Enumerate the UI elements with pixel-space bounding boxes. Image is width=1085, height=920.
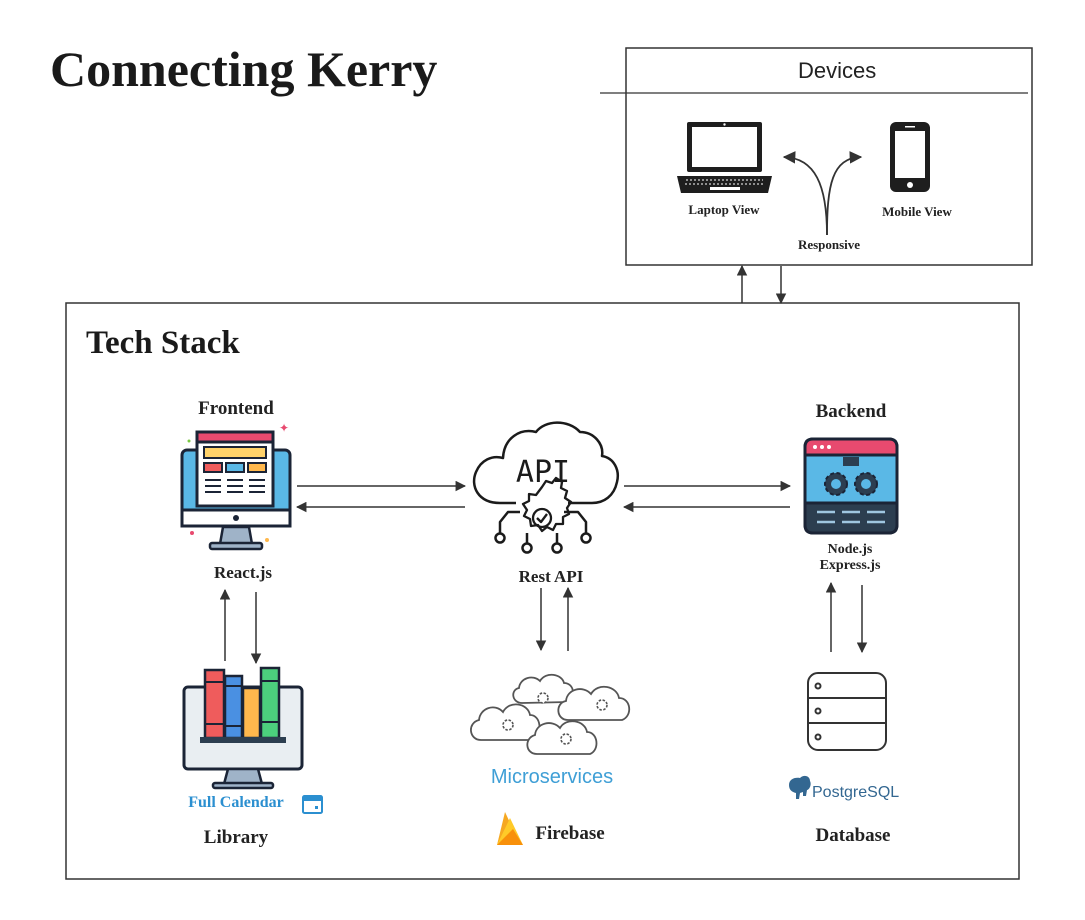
postgresql-brand: PostgreSQL <box>812 784 899 801</box>
full-calendar-brand: Full Calendar <box>188 794 284 811</box>
frontend-tech-label: React.js <box>214 563 272 582</box>
rest-api-label: Rest API <box>519 567 584 586</box>
calendar-icon <box>302 795 323 814</box>
api-cloud-icon <box>472 421 619 554</box>
responsive-label: Responsive <box>798 237 860 252</box>
server-window-icon <box>803 437 899 535</box>
tech-stack-title: Tech Stack <box>86 325 240 361</box>
page-title: Connecting Kerry <box>50 41 437 97</box>
svg-text:✦: ✦ <box>279 421 289 435</box>
laptop-view-label: Laptop View <box>688 202 760 217</box>
postgres-elephant-icon <box>789 775 811 799</box>
firebase-caption: Firebase <box>535 823 604 844</box>
tech-stack-box <box>65 302 1020 880</box>
responsive-arrow-left <box>782 151 828 236</box>
web-monitor-icon: ✦ <box>180 421 292 551</box>
mobile-view-label: Mobile View <box>882 204 952 219</box>
devices-box <box>625 47 1033 266</box>
cloud-gears-icon <box>470 673 631 755</box>
library-books-icon <box>182 666 304 790</box>
postgresql-brand-part1: Postgre <box>812 784 867 801</box>
frontend-heading: Frontend <box>198 398 274 419</box>
postgresql-brand-part2: SQL <box>867 784 899 801</box>
database-icon <box>807 672 887 751</box>
microservices-brand: Microservices <box>491 766 613 788</box>
responsive-arrow-right <box>826 151 863 236</box>
laptop-icon <box>677 122 772 193</box>
library-caption: Library <box>204 827 269 848</box>
backend-heading: Backend <box>816 401 887 422</box>
backend-tech-line1: Node.js <box>828 542 873 557</box>
smartphone-icon <box>890 122 930 192</box>
firebase-flame-icon <box>497 812 523 845</box>
api-cloud-text: API <box>516 455 570 490</box>
backend-tech-line2: Express.js <box>820 558 881 573</box>
devices-title: Devices <box>798 58 876 83</box>
devices-panel: Devices Laptop View Mobile View Responsi… <box>600 47 1033 266</box>
database-caption: Database <box>816 825 891 846</box>
